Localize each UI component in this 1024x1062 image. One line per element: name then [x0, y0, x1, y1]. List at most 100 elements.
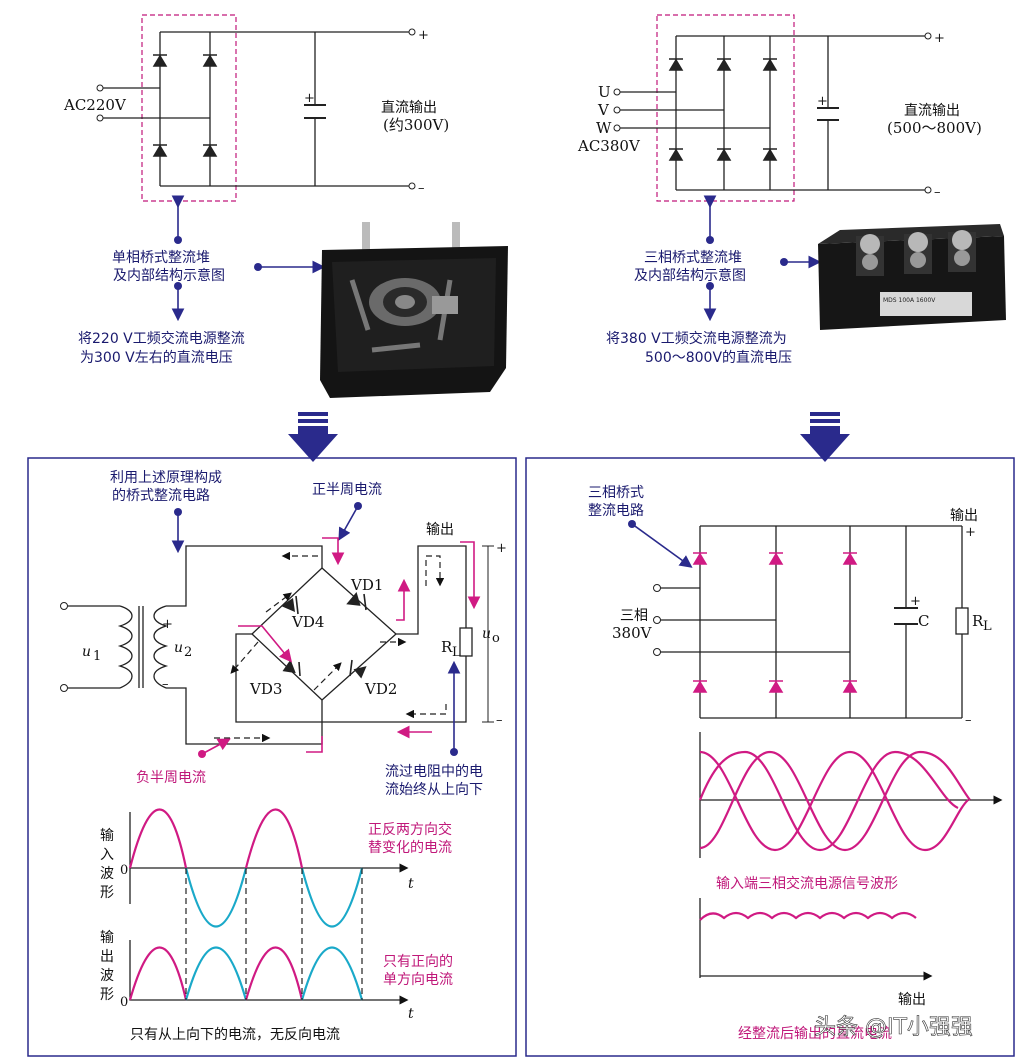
vd3-label: VD3 — [249, 680, 282, 698]
output-plus: + — [496, 541, 507, 556]
three-phase-note-2: 500～800V的直流电压 — [645, 349, 792, 366]
dc-output-title: 直流输出 — [381, 99, 437, 116]
vd4-label: VD4 — [291, 613, 324, 631]
input-wave-label-2: 入 — [100, 847, 114, 863]
three-phase-module-photo: MDS 100A 1600V — [818, 224, 1006, 330]
dc-plus-label: + — [418, 28, 429, 43]
vd2-label: VD2 — [364, 680, 397, 698]
single-phase-caption-2: 及内部结构示意图 — [113, 267, 225, 284]
output-wave-label-3: 波 — [100, 968, 114, 984]
dc-minus-label-3ph: – — [934, 185, 941, 200]
three-phase-rectifier-circuit — [653, 525, 969, 719]
filter-capacitor — [304, 104, 326, 119]
output-axis-t: t — [408, 1006, 414, 1022]
dc-output-value: (约300V) — [383, 116, 449, 134]
u1-label: u — [82, 644, 91, 660]
phase-w-label: W — [596, 119, 612, 137]
capacitor-plus: + — [304, 91, 315, 106]
three-phase-rl-label: R — [972, 612, 984, 630]
input-axis-t: t — [408, 876, 414, 892]
three-phase-input-2: 380V — [612, 624, 653, 642]
dc-output-title-3ph: 直流输出 — [904, 102, 960, 119]
input-wave-label-3: 波 — [100, 866, 114, 882]
three-phase-rl-sub: L — [983, 619, 992, 634]
input-note-1: 正反两方向交 — [368, 821, 452, 838]
uo-label: u — [482, 626, 491, 642]
u2-sub: 2 — [184, 645, 192, 660]
output-wave-label-2: 出 — [100, 949, 114, 965]
secondary-plus: + — [162, 617, 173, 632]
transformer — [60, 602, 169, 692]
three-phase-caption-1: 三相桥式整流堆 — [644, 250, 742, 266]
output-note-2: 单方向电流 — [383, 972, 453, 988]
output-wave-label-1: 输 — [100, 930, 114, 946]
single-phase-waveforms — [128, 808, 406, 1005]
phase-u-label: U — [598, 83, 611, 101]
positive-half-label: 正半周电流 — [312, 482, 382, 498]
single-phase-note-2: 为300 V左右的直流电压 — [80, 349, 233, 366]
three-phase-diodes — [668, 58, 778, 161]
bridge-diodes — [152, 54, 218, 157]
cap-plus: + — [910, 594, 921, 609]
dc-plus-label-3ph: + — [934, 31, 945, 46]
three-phase-callout-1: 三相桥式 — [588, 485, 644, 501]
three-phase-output-label: 输出 — [950, 508, 978, 524]
output-axis-zero: 0 — [120, 995, 128, 1010]
secondary-minus: – — [162, 677, 169, 692]
three-phase-output-minus: – — [965, 713, 972, 728]
output-label: 输出 — [426, 522, 454, 538]
watermark: 头条 @IT小强强 — [814, 1015, 973, 1040]
rl-sub: L — [452, 645, 461, 660]
bottom-note: 只有从上向下的电流，无反向电流 — [130, 1027, 340, 1043]
input-wave-label-1: 输 — [100, 828, 114, 844]
three-phase-input-waveform — [698, 732, 1000, 858]
single-phase-caption-1: 单相桥式整流堆 — [112, 250, 210, 266]
three-phase-output-waveform — [699, 898, 930, 978]
load-resistor — [459, 627, 473, 657]
uo-sub: o — [492, 631, 500, 646]
three-phase-output-plus: + — [965, 525, 976, 540]
rl-label: R — [441, 638, 453, 656]
ac220v-label: AC220V — [63, 96, 127, 114]
down-arrow-right — [800, 412, 850, 462]
current-flow-arrows — [214, 537, 481, 753]
single-phase-note-1: 将220 V工频交流电源整流 — [78, 330, 245, 347]
single-phase-bridge-schematic — [96, 14, 416, 202]
three-phase-callout-2: 整流电路 — [588, 503, 644, 519]
down-arrow-left — [288, 412, 338, 462]
cap-label: C — [918, 612, 929, 630]
three-phase-input-1: 三相 — [620, 608, 648, 624]
three-phase-caption-2: 及内部结构示意图 — [634, 267, 746, 284]
vd1-label: VD1 — [350, 576, 383, 594]
u1-sub: 1 — [93, 649, 101, 664]
bridge-callout-1: 利用上述原理构成 — [110, 470, 222, 486]
resistor-note-2: 流始终从上向下 — [385, 782, 483, 798]
output-axis-label: 输出 — [898, 992, 926, 1008]
three-phase-note-1: 将380 V工频交流电源整流为 — [606, 330, 787, 347]
resistor-note-1: 流过电阻中的电 — [385, 764, 483, 780]
three-phase-pack-outline — [656, 14, 795, 202]
input-wave-label-4: 形 — [100, 885, 114, 901]
output-wave-caption: 经整流后输出的直流电流 — [738, 1025, 892, 1042]
rectifier-pack-outline — [141, 14, 237, 202]
phase-v-label: V — [597, 101, 610, 119]
capacitor-plus-3ph: + — [817, 94, 828, 109]
bridge-circuit — [166, 545, 494, 745]
single-phase-rectifier-photo — [320, 222, 508, 398]
module-label: MDS 100A 1600V — [883, 297, 936, 304]
right-panel-frame — [525, 457, 1015, 1057]
dc-output-value-3ph: (500～800V) — [887, 119, 982, 137]
input-note-2: 替变化的电流 — [368, 840, 452, 856]
input-axis-zero: 0 — [120, 863, 128, 878]
input-wave-caption: 输入端三相交流电源信号波形 — [716, 875, 898, 892]
output-wave-label-4: 形 — [100, 987, 114, 1003]
left-panel-frame — [27, 457, 517, 1057]
bridge-callout-2: 的桥式整流电路 — [112, 488, 210, 504]
u2-label: u — [174, 640, 183, 656]
dc-minus-label: – — [418, 181, 425, 196]
negative-half-label: 负半周电流 — [136, 770, 206, 786]
three-phase-bridge-schematic — [613, 14, 932, 202]
output-note-1: 只有正向的 — [383, 954, 453, 970]
output-minus: – — [496, 713, 503, 728]
